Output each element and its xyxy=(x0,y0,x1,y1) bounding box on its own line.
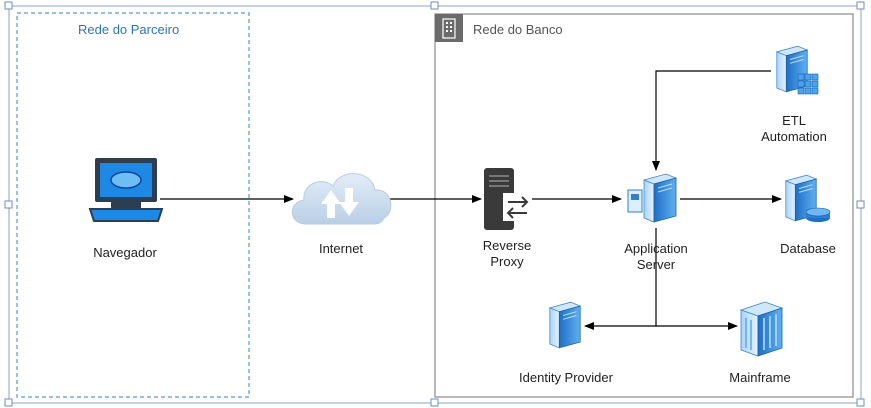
bank-zone-title: Rede do Banco xyxy=(473,22,563,37)
idp-label: Identity Provider xyxy=(519,370,613,385)
server-icon[interactable] xyxy=(549,301,581,349)
handle-bottom-mid xyxy=(430,398,439,407)
handle-mid-right xyxy=(856,200,865,209)
handle-mid-left xyxy=(4,200,13,209)
handle-bottom-right xyxy=(856,398,865,407)
etl-server-icon[interactable] xyxy=(776,45,819,95)
bank-zone[interactable] xyxy=(434,13,854,398)
handle-top-left xyxy=(4,1,13,10)
appserver-label: Application Server xyxy=(624,241,688,272)
partner-zone-title: Rede do Parceiro xyxy=(78,22,180,37)
proxy-label: Reverse Proxy xyxy=(482,238,532,269)
etl-label: ETL Automation xyxy=(761,113,827,144)
reverse-proxy-server-icon[interactable] xyxy=(484,168,531,230)
database-label: Database xyxy=(780,241,836,256)
application-server-icon[interactable] xyxy=(627,173,677,223)
handle-top-mid xyxy=(430,1,439,10)
connectors xyxy=(160,70,782,330)
browser-label: Navegador xyxy=(93,245,157,260)
handle-bottom-left xyxy=(4,398,13,407)
selection-handles[interactable] xyxy=(4,1,865,407)
computer-monitor-icon[interactable] xyxy=(88,158,164,222)
handle-top-right xyxy=(856,1,865,10)
cloud-icon[interactable] xyxy=(291,173,392,225)
mainframe-icon[interactable] xyxy=(739,301,784,357)
edge-etl-appserver xyxy=(652,70,771,171)
partner-zone[interactable] xyxy=(16,12,250,398)
building-icon xyxy=(435,14,463,42)
internet-label: Internet xyxy=(318,241,364,256)
database-server-icon[interactable] xyxy=(785,174,831,222)
mainframe-label: Mainframe xyxy=(729,370,791,385)
